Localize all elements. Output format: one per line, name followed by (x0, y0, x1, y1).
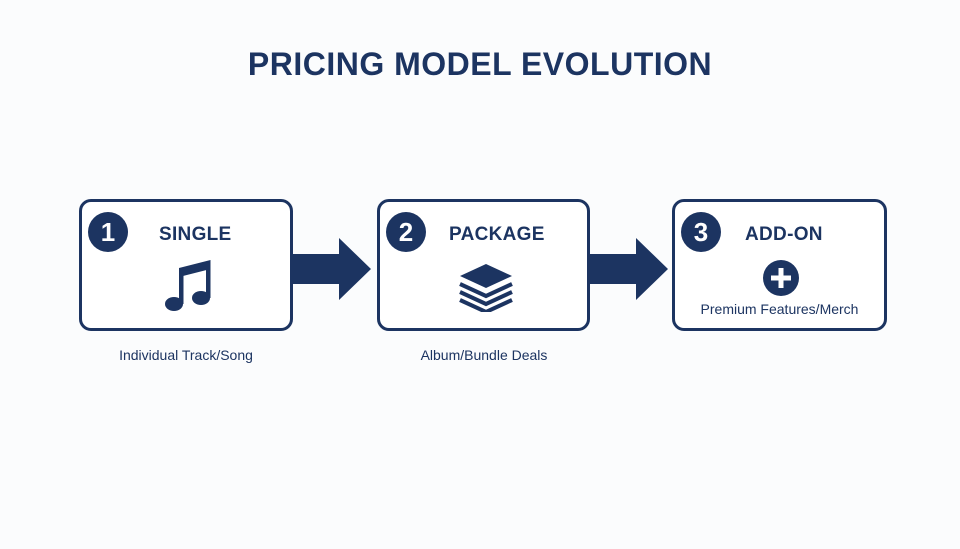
music-note-icon (165, 260, 211, 311)
layers-stack-icon (459, 264, 513, 312)
step-label: SINGLE (159, 224, 232, 245)
step-label: PACKAGE (449, 224, 545, 245)
diagram-title: PRICING MODEL EVOLUTION (247, 46, 713, 82)
step-number-badge: 3 (681, 212, 721, 252)
right-arrow-icon (590, 238, 668, 300)
step-caption: Individual Track/Song (119, 347, 253, 363)
step-label: ADD-ON (745, 224, 823, 245)
step-caption: Album/Bundle Deals (420, 347, 548, 363)
step-caption: Premium Features/Merch (700, 301, 859, 317)
step-single-box: 1 SINGLE (79, 199, 293, 331)
step-number-badge: 2 (386, 212, 426, 252)
right-arrow-icon (293, 238, 371, 300)
step-addon-box: 3 ADD-ON Premium Features/Merch (672, 199, 887, 331)
step-number-badge: 1 (88, 212, 128, 252)
step-package-box: 2 PACKAGE (377, 199, 590, 331)
plus-circle-icon (763, 260, 799, 296)
